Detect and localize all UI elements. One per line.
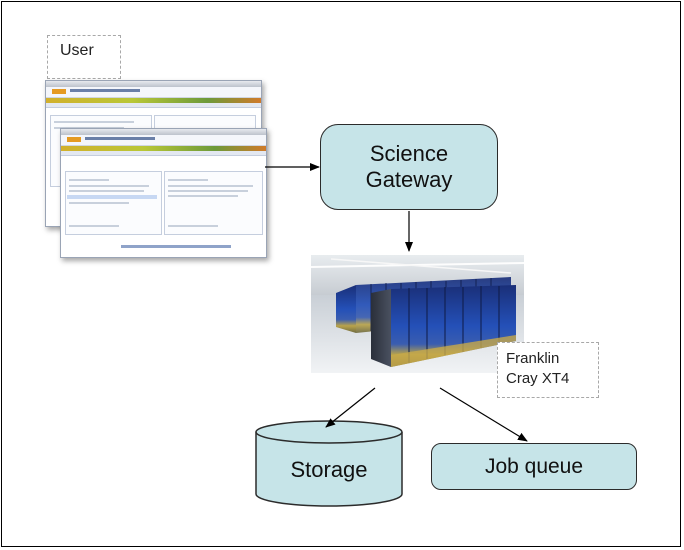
- arrow-franklin-to-jobqueue: [439, 387, 528, 442]
- gateway-label-line1: Science: [369, 141, 449, 166]
- job-queue-label: Job queue: [484, 454, 584, 478]
- gateway-label-line2: Gateway: [365, 167, 453, 192]
- user-label: User: [47, 35, 121, 79]
- storage-label: Storage: [290, 457, 368, 482]
- storage-cylinder-icon: [255, 420, 403, 507]
- science-gateway-box: Science Gateway: [320, 124, 498, 210]
- supercomputer-photo-icon: [311, 255, 524, 373]
- browser-window-front-icon: [60, 128, 267, 258]
- job-queue-box: Job queue: [431, 443, 637, 490]
- arrow-franklin-to-storage: [325, 387, 376, 428]
- franklin-label-line1: Franklin: [506, 350, 560, 367]
- franklin-label-line2: Cray XT4: [506, 370, 570, 387]
- franklin-label: Franklin Cray XT4: [497, 342, 599, 398]
